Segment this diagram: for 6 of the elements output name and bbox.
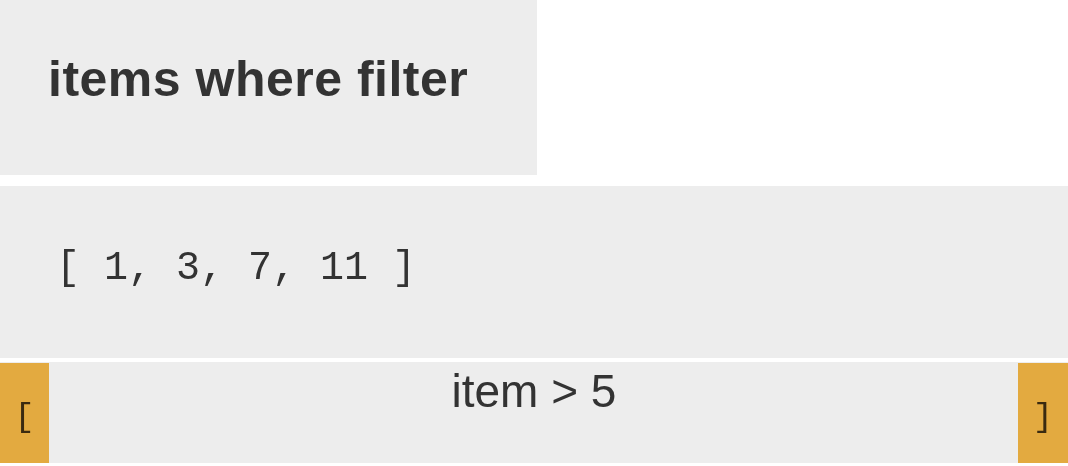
bracket-tab: ] bbox=[1018, 363, 1068, 463]
condition-block bbox=[0, 362, 1068, 463]
block-heading: items where filter bbox=[48, 51, 469, 109]
list-literal: [ 1, 3, 7, 11 ] bbox=[56, 246, 417, 292]
condition-expression: item > 5 bbox=[451, 365, 617, 418]
bracket-tab: [ bbox=[0, 363, 49, 463]
